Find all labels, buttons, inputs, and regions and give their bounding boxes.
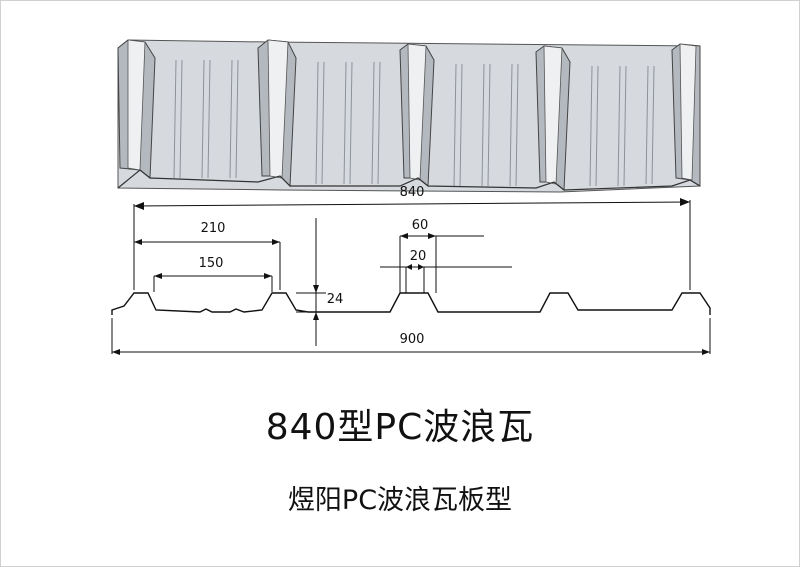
dim-label-900: 900 bbox=[400, 332, 425, 347]
profile-cross-section bbox=[111, 292, 711, 315]
page-title: 840型PC波浪瓦 bbox=[265, 407, 535, 448]
dimension-lines bbox=[111, 200, 711, 354]
page-subtitle: 煜阳PC波浪瓦板型 bbox=[287, 485, 513, 516]
dimension-arrows bbox=[112, 198, 710, 355]
dim-label-24: 24 bbox=[327, 292, 344, 307]
dim-label-20: 20 bbox=[410, 249, 427, 264]
dim-label-840: 840 bbox=[400, 185, 425, 200]
dim-label-210: 210 bbox=[201, 221, 226, 236]
sheet-3d-render bbox=[117, 39, 701, 193]
dim-label-150: 150 bbox=[199, 256, 224, 271]
dim-label-60: 60 bbox=[412, 218, 429, 233]
